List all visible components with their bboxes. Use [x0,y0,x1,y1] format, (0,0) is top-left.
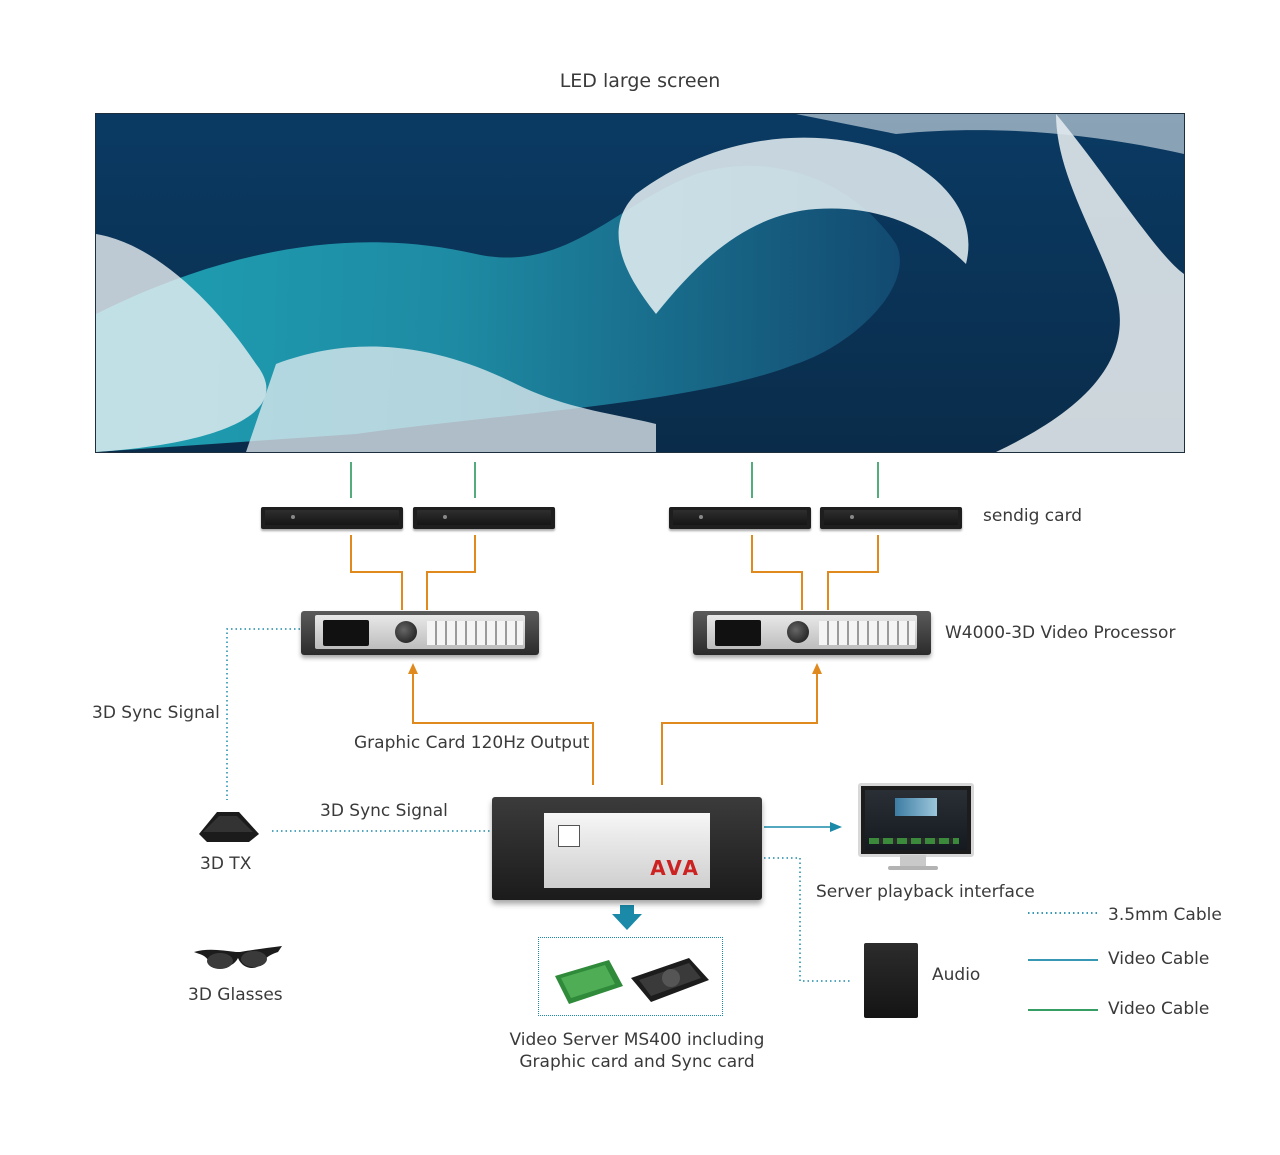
sending-card-icon [413,507,555,529]
speaker-icon [864,943,918,1018]
server-caption-line1: Video Server MS400 including [509,1030,765,1050]
tx-label: 3D TX [200,854,252,874]
dotted-cables [226,628,852,982]
diagram-title: LED large screen [559,70,721,92]
sync-signal-label: 3D Sync Signal [320,801,448,821]
server-caption-line2: Graphic card and Sync card [519,1052,755,1072]
sending-card-icon [669,507,811,529]
video-processor-icon [693,611,931,655]
legend-lines [1028,912,1098,1011]
legend-label-dotted: 3.5mm Cable [1108,905,1222,925]
glasses-label: 3D Glasses [188,985,283,1005]
sending-card-label: sendig card [983,506,1083,526]
playback-label: Server playback interface [816,882,1035,902]
orange-cables [350,535,879,785]
legend-label-green: Video Cable [1108,999,1210,1019]
green-cables [350,462,879,498]
graphics-card-icon [631,958,709,1002]
glasses-icon [192,944,284,978]
graphic-output-label: Graphic Card 120Hz Output [354,733,590,753]
audio-label: Audio [932,965,981,985]
down-arrow-icon [612,905,642,930]
media-server-icon: AVA [492,797,762,900]
sending-card-icon [820,507,962,529]
sending-card-icon [261,507,403,529]
monitor-icon [858,783,974,857]
tx-icon [193,808,263,844]
sync-card-icon [555,960,623,1004]
card-group [538,937,723,1016]
led-wall-icon [95,113,1185,453]
video-processor-label: W4000-3D Video Processor [945,623,1176,643]
sync-signal-label: 3D Sync Signal [92,703,220,723]
monitor-stand [900,855,926,867]
server-brand-logo: AVA [650,856,700,880]
blue-cable [764,822,842,832]
legend-label-blue: Video Cable [1108,949,1210,969]
video-processor-icon [301,611,539,655]
monitor-base [888,866,938,870]
